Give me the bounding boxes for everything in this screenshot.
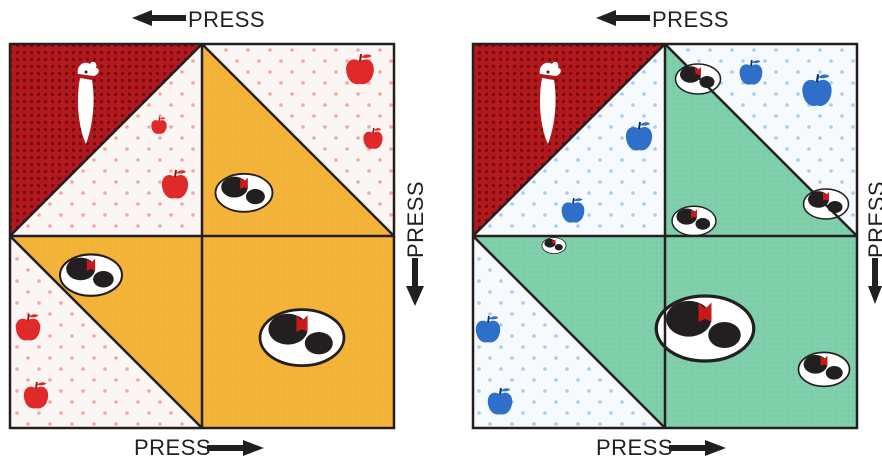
- press-label: PRESS: [403, 181, 428, 258]
- press-label: PRESS: [652, 7, 729, 32]
- left-quilt-block: [10, 44, 394, 428]
- right-block-bottom-right-hst: [656, 236, 857, 428]
- press-label: PRESS: [188, 7, 265, 32]
- cat-motif: [672, 206, 716, 235]
- right-bottom-press-annotation: PRESS: [596, 435, 726, 460]
- left-arrow-icon: [132, 10, 186, 26]
- cat-motif: [216, 174, 273, 212]
- cat-motif: [260, 310, 344, 366]
- left-block-bottom-right-hst: [202, 236, 394, 428]
- left-top-press-annotation: PRESS: [132, 7, 265, 32]
- right-side-press-annotation: PRESS: [864, 181, 882, 304]
- cat-motif: [676, 64, 721, 94]
- press-label: PRESS: [596, 435, 673, 460]
- down-arrow-icon: [868, 258, 882, 304]
- down-arrow-icon: [406, 258, 424, 306]
- cat-motif: [799, 352, 850, 386]
- right-arrow-icon: [207, 440, 264, 456]
- right-arrow-icon: [669, 440, 726, 456]
- cat-motif: [542, 238, 566, 254]
- left-side-press-annotation: PRESS: [403, 181, 428, 306]
- right-top-press-annotation: PRESS: [596, 7, 729, 32]
- cat-motif: [60, 254, 122, 295]
- cat-motif: [656, 296, 754, 361]
- left-arrow-icon: [596, 10, 650, 26]
- press-label: PRESS: [134, 435, 211, 460]
- press-label: PRESS: [864, 181, 882, 258]
- right-quilt-block: [473, 44, 857, 428]
- left-bottom-press-annotation: PRESS: [134, 435, 264, 460]
